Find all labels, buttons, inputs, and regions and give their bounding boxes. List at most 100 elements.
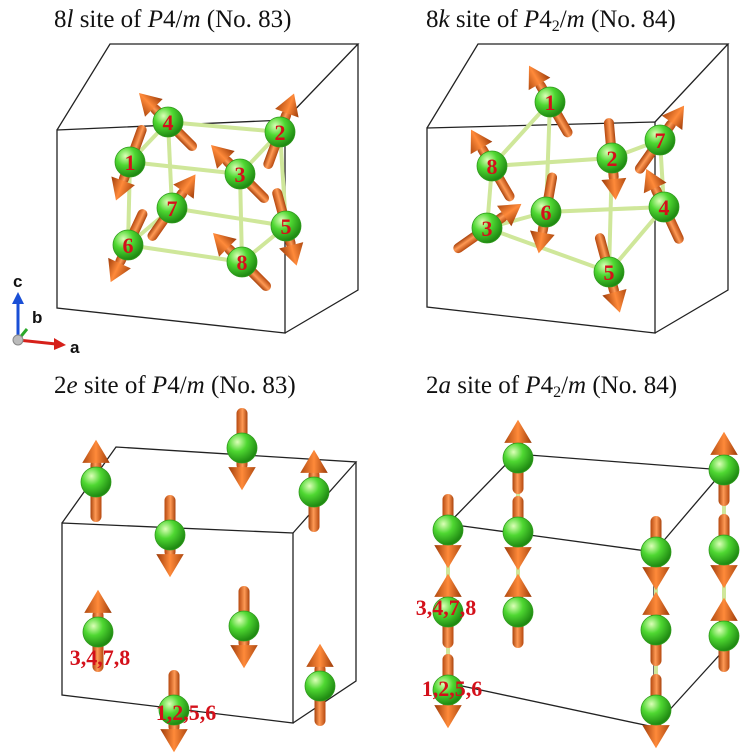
unit-cell-tr [426, 43, 730, 334]
atom-br-7 [640, 536, 672, 568]
moment-arrow-br-1-head [434, 545, 462, 569]
atom-label-tr-5: 5 [604, 260, 615, 285]
unit-cell-br [447, 453, 726, 728]
moment-arrow-tl-8-head [213, 233, 237, 257]
atom-bl-1 [80, 466, 112, 498]
a-axis-arrowhead [54, 338, 66, 350]
atom-label-tr-3: 3 [482, 216, 493, 241]
moment-arrow-br-3-head [434, 705, 462, 729]
moment-arrow-bl-2-head [228, 467, 256, 491]
panel-2a-site: 3,4,7,8 1,2,5,6 [416, 419, 740, 749]
moment-arrow-br-11-head [710, 565, 738, 589]
atom-bl-5 [82, 616, 114, 648]
moment-arrow-tr-4-head [643, 168, 667, 194]
atom-br-3 [432, 674, 464, 706]
atom-label-tl-6: 6 [123, 233, 134, 258]
moment-arrow-br-12-head [710, 597, 738, 621]
atom-tr-6 [530, 196, 562, 228]
moment-arrow-tl-7-head [173, 174, 196, 199]
atom-bl-6 [228, 610, 260, 642]
atom-tr-4 [648, 191, 680, 223]
atom-br-2 [432, 596, 464, 628]
atom-tl-5 [270, 210, 302, 242]
atom-tr-2 [596, 142, 628, 174]
group-label-br-up: 3,4,7,8 [416, 595, 477, 620]
atom-bl-2 [226, 432, 258, 464]
title-8k-site: 8k site of P42/m (No. 84) [426, 6, 676, 35]
group-label-br-down: 1,2,5,6 [422, 676, 483, 701]
group-label-bl-up: 3,4,7,8 [70, 645, 131, 670]
moment-arrow-br-6-head [504, 573, 532, 597]
panel-2e-site: 3,4,7,8 1,2,5,6 [61, 408, 358, 753]
moment-arrow-br-8-head [642, 591, 670, 615]
panel-8k-site: 1 8 2 7 3 6 4 5 [426, 43, 730, 334]
moment-arrow-tl-1-head [111, 176, 135, 201]
atom-bl-3 [298, 476, 330, 508]
atom-br-6 [502, 596, 534, 628]
bonds-br [446, 456, 726, 712]
moment-arrow-br-9-head [642, 725, 670, 749]
title-8l-site: 8l site of P4/m (No. 83) [54, 6, 292, 33]
moment-arrow-tr-2-head [601, 177, 627, 200]
atom-label-tr-8: 8 [487, 154, 498, 179]
atom-label-tl-5: 5 [281, 214, 292, 239]
atom-label-tr-4: 4 [659, 195, 670, 220]
moment-arrow-tr-7-head [661, 105, 685, 130]
atom-label-tr-7: 7 [655, 128, 666, 153]
moment-arrow-tl-5-head [279, 242, 304, 266]
atom-tl-4 [152, 106, 184, 138]
atom-br-10 [708, 454, 740, 486]
group-label-bl-down: 1,2,5,6 [156, 700, 217, 725]
atom-bl-4 [154, 519, 186, 551]
atom-tl-3 [224, 158, 256, 190]
title-2e-site: 2e site of P4/m (No. 83) [54, 372, 296, 399]
moment-arrow-br-7-head [642, 567, 670, 591]
atom-br-5 [502, 516, 534, 548]
b-axis-label: b [32, 308, 42, 327]
c-axis-arrowhead [12, 292, 24, 304]
atom-br-4 [502, 442, 534, 474]
moment-arrow-tl-4-head [139, 93, 163, 117]
a-axis-line [17, 338, 57, 346]
moment-arrow-tr-1-head [528, 65, 551, 91]
atom-label-tr-1: 1 [545, 90, 556, 115]
atom-tl-7 [156, 192, 188, 224]
moment-arrow-br-10-head [710, 431, 738, 455]
moment-arrow-bl-8-head [160, 729, 188, 753]
atom-tl-2 [264, 116, 296, 148]
atom-tl-8 [226, 246, 258, 278]
atom-bl-7 [304, 670, 336, 702]
atom-tl-6 [112, 229, 144, 261]
unit-cell-tl [56, 43, 360, 334]
moment-arrow-tr-6-head [530, 230, 555, 254]
moment-arrow-br-5-head [504, 547, 532, 571]
moment-arrow-tr-8-head [470, 129, 493, 155]
atom-br-11 [708, 534, 740, 566]
atom-br-8 [640, 614, 672, 646]
a-axis-label: a [70, 338, 80, 357]
atom-tl-1 [114, 146, 146, 178]
atom-br-12 [708, 620, 740, 652]
title-2a-site: 2a site of P42/m (No. 84) [426, 372, 678, 401]
moment-arrow-bl-1-head [82, 439, 110, 463]
moment-arrow-bl-3-head [300, 449, 328, 473]
bonds-tr [485, 100, 666, 274]
atom-tr-3 [471, 212, 503, 244]
atom-label-tl-4: 4 [163, 110, 174, 135]
axis-indicator: c b a [12, 272, 80, 357]
atom-label-tl-3: 3 [235, 162, 246, 187]
moment-arrow-bl-7-head [306, 643, 334, 667]
atom-label-tr-6: 6 [541, 200, 552, 225]
moment-arrow-tl-3-head [211, 145, 235, 169]
moment-arrow-bl-5-head [84, 589, 112, 613]
c-axis-label: c [13, 272, 22, 291]
atom-bl-8 [158, 694, 190, 726]
moment-arrow-tr-3-head [497, 203, 522, 227]
moment-arrow-tl-6-head [108, 257, 131, 283]
atom-label-tr-2: 2 [607, 146, 618, 171]
moment-arrow-bl-6-head [230, 645, 258, 669]
atom-br-9 [640, 694, 672, 726]
moment-arrow-bl-4-head [156, 554, 184, 578]
